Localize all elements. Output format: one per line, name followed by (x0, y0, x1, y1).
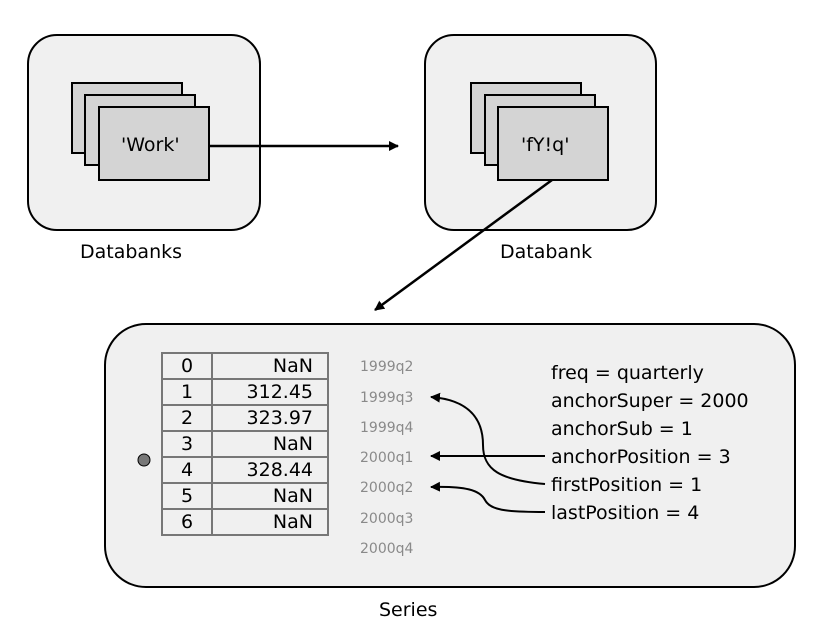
table-row: 5 NaN (161, 482, 329, 510)
row-value: NaN (211, 482, 329, 510)
row-index: 2 (161, 404, 213, 432)
series-property: freq = quarterly (551, 362, 704, 384)
row-index: 0 (161, 352, 213, 380)
table-row: 4 328.44 (161, 456, 329, 484)
current-row-marker (137, 453, 151, 467)
databank-container (424, 34, 657, 231)
row-value: 328.44 (211, 456, 329, 484)
series-property: anchorPosition = 3 (551, 446, 731, 468)
table-row: 1 312.45 (161, 378, 329, 406)
date-label: 1999q3 (360, 390, 414, 406)
table-row: 3 NaN (161, 430, 329, 458)
databank-card-work-label: 'Work' (121, 134, 180, 156)
databank-to-series-arrow (374, 178, 553, 312)
row-index: 3 (161, 430, 213, 458)
date-label: 2000q2 (360, 480, 414, 496)
databanks-caption: Databanks (80, 241, 183, 263)
series-property: anchorSub = 1 (551, 418, 693, 440)
row-index: 1 (161, 378, 213, 406)
last-position-arrow (430, 481, 546, 513)
date-label: 1999q2 (360, 359, 414, 375)
table-row: 2 323.97 (161, 404, 329, 432)
series-property: lastPosition = 4 (551, 502, 700, 524)
series-caption: Series (379, 599, 438, 621)
first-position-arrow (430, 392, 546, 485)
row-value: NaN (211, 430, 329, 458)
row-value: NaN (211, 352, 329, 380)
date-label: 1999q4 (360, 420, 414, 436)
databank-caption: Databank (500, 241, 593, 263)
databank-card-work (98, 106, 210, 181)
series-property: anchorSuper = 2000 (551, 390, 749, 412)
series-property: firstPosition = 1 (551, 474, 703, 496)
row-index: 4 (161, 456, 213, 484)
table-row: 6 NaN (161, 508, 329, 536)
series-card-fyq-label: 'fY!q' (521, 134, 570, 156)
date-label: 2000q1 (360, 450, 414, 466)
row-index: 6 (161, 508, 213, 536)
table-row: 0 NaN (161, 352, 329, 380)
row-value: 312.45 (211, 378, 329, 406)
series-card-fyq (497, 106, 609, 181)
date-label: 2000q3 (360, 511, 414, 527)
row-value: NaN (211, 508, 329, 536)
date-label: 2000q4 (360, 541, 414, 557)
row-index: 5 (161, 482, 213, 510)
series-data-table: 0 NaN 1 312.45 2 323.97 3 NaN 4 328.44 5… (161, 352, 329, 536)
row-value: 323.97 (211, 404, 329, 432)
